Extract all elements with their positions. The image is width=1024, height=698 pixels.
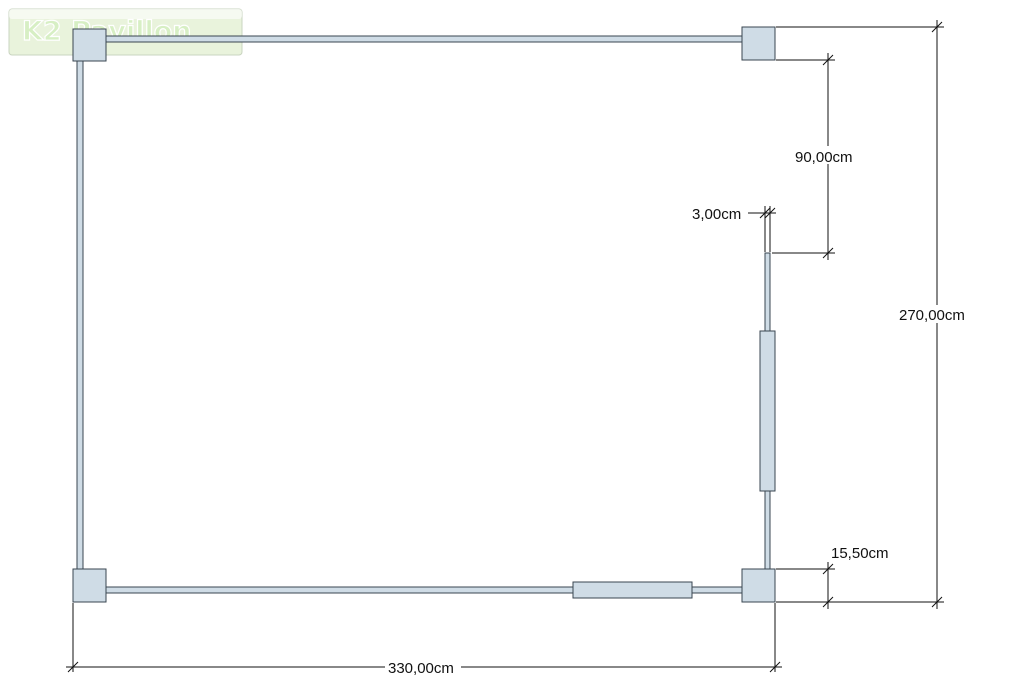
width-label: 330,00cm: [388, 660, 454, 677]
right-door-panel: [759, 330, 776, 492]
dimension-wall-thickness: [748, 206, 776, 252]
beams: [76, 35, 776, 599]
post-top-right: [741, 26, 776, 61]
depth-label: 270,00cm: [899, 307, 965, 324]
left-beam: [76, 44, 84, 586]
width-label-bg: [385, 659, 461, 675]
bottom-door-panel: [572, 581, 693, 599]
post-bottom-right: [741, 568, 776, 603]
top-beam: [89, 35, 756, 43]
door-offset-label-bg: [792, 146, 864, 164]
corner-posts: [72, 26, 776, 603]
dimension-labels: 330,00cm 270,00cm 90,00cm 3,00cm 15,50cm: [385, 146, 976, 677]
post-size-label: 15,50cm: [831, 545, 889, 562]
post-bottom-left: [72, 568, 107, 603]
dimension-post-size: [776, 562, 835, 609]
logo-gloss: [9, 9, 242, 19]
wall-thickness-label: 3,00cm: [692, 206, 741, 223]
door-offset-label: 90,00cm: [795, 149, 853, 166]
depth-label-bg: [896, 305, 976, 323]
brand-logo: K2 Pavillon: [8, 8, 243, 56]
dimension-lines: [66, 20, 944, 673]
post-top-left: [72, 28, 107, 62]
